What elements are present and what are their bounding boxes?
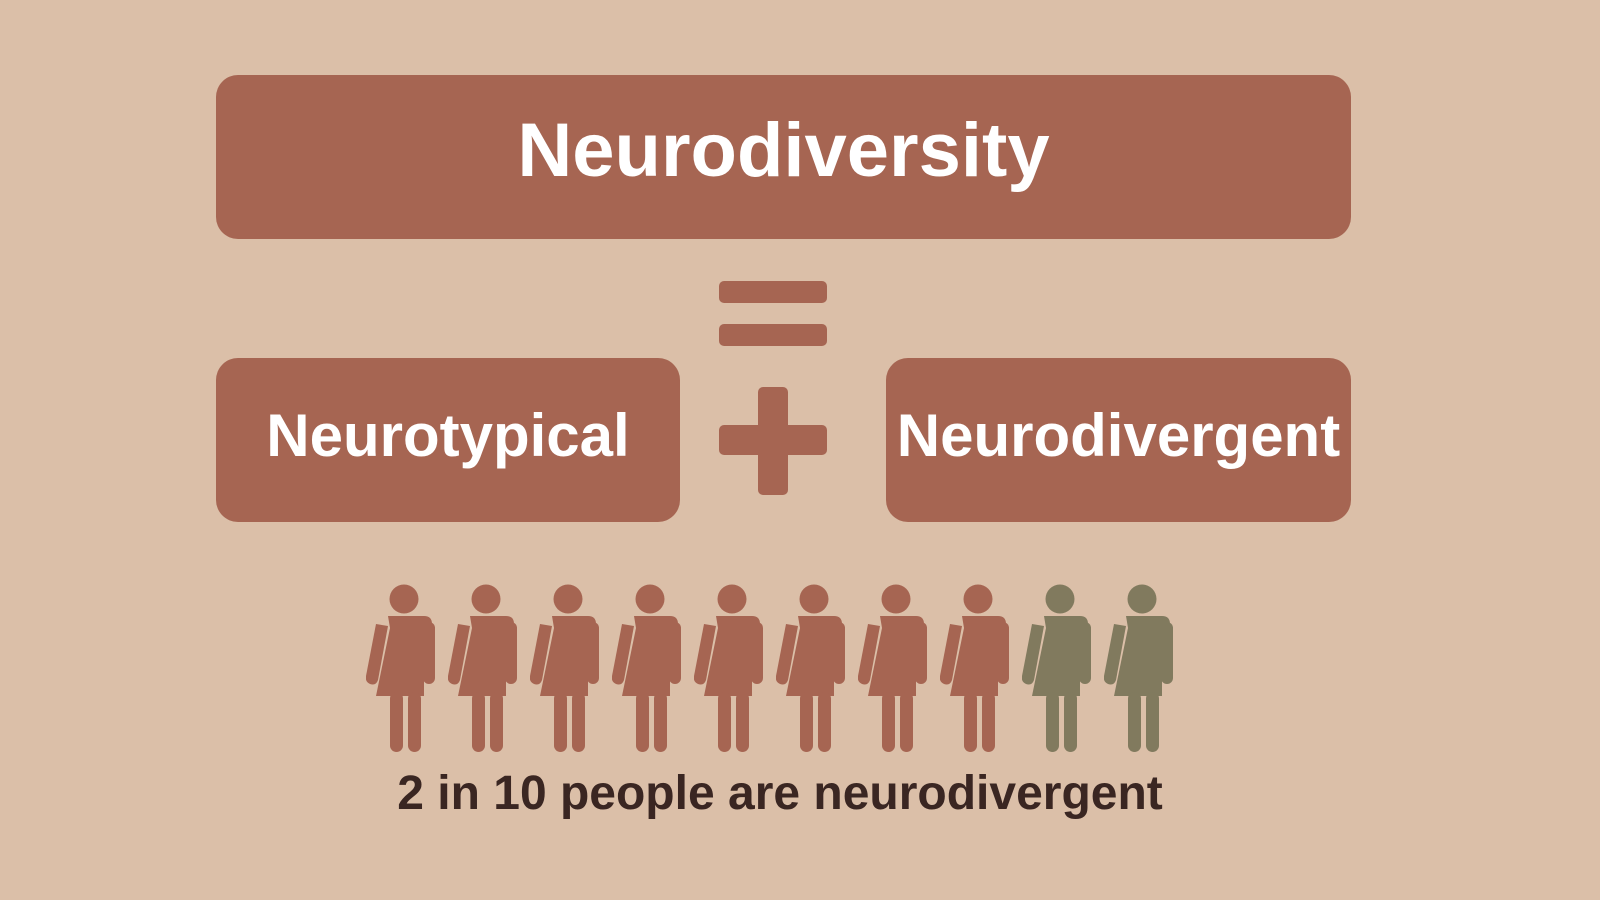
neurotypical-text: Neurotypical	[266, 401, 630, 469]
person-icon	[940, 584, 1010, 754]
people-pictogram	[366, 584, 1186, 754]
person-icon	[612, 584, 682, 754]
person-icon	[530, 584, 600, 754]
person-icon	[448, 584, 518, 754]
neurodivergent-box: Neurodivergent	[886, 358, 1351, 522]
person-icon	[1022, 584, 1092, 754]
person-icon	[1104, 584, 1174, 754]
equals-bar-top	[719, 281, 827, 303]
person-icon	[694, 584, 764, 754]
neurodiversity-title-box: Neurodiversity	[216, 75, 1351, 239]
statistic-caption: 2 in 10 people are neurodivergent	[397, 767, 1163, 820]
equals-bar-bottom	[719, 324, 827, 346]
plus-bar-vertical	[758, 387, 788, 495]
neurodivergent-text: Neurodivergent	[896, 401, 1341, 469]
neurotypical-box: Neurotypical	[216, 358, 680, 522]
person-icon	[366, 584, 436, 754]
title-text: Neurodiversity	[517, 107, 1050, 193]
person-icon	[858, 584, 928, 754]
person-icon	[776, 584, 846, 754]
